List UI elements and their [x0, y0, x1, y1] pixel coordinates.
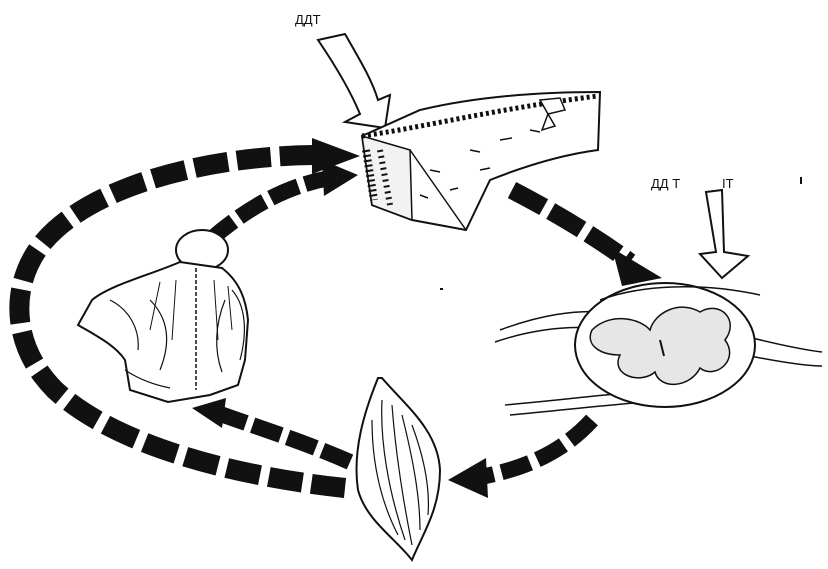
muscle-to-back-arrow	[215, 412, 350, 462]
back-to-cortex-arrowhead	[322, 160, 358, 196]
right-arrow-label-fragment: ІТ	[722, 176, 734, 191]
stray-mark	[440, 288, 443, 290]
human-back	[78, 230, 248, 402]
cortex-to-spinal-arrow	[512, 190, 630, 262]
stray-mark	[800, 177, 802, 184]
top-arrow-label: ДДТ	[295, 12, 321, 27]
top-input-arrow	[318, 34, 390, 128]
muscle	[356, 378, 440, 560]
cortex-to-spinal-arrowhead	[612, 248, 662, 286]
right-arrow-label: ДД Т	[651, 176, 680, 191]
spinal-cord	[495, 283, 822, 415]
right-input-arrow	[700, 190, 748, 278]
back-to-cortex-arrow	[210, 178, 330, 240]
muscle-to-back-arrowhead	[192, 398, 226, 428]
spinal-to-muscle-arrow	[475, 420, 592, 478]
spinal-to-muscle-arrowhead	[448, 458, 488, 498]
